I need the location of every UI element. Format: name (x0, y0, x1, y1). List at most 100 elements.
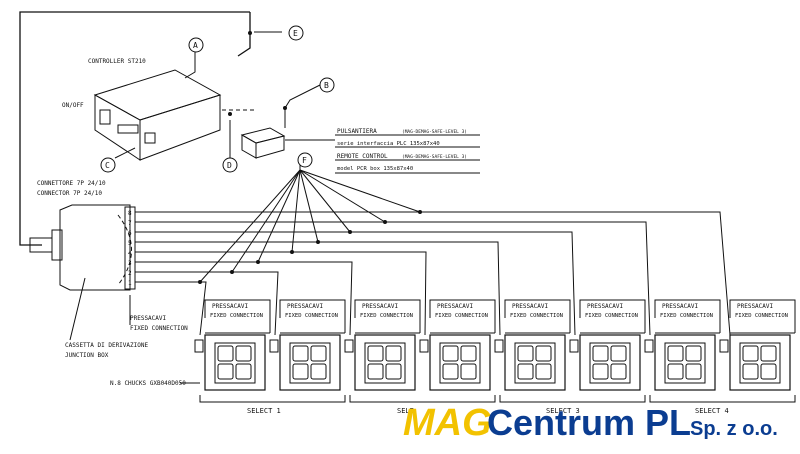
svg-text:8: 8 (128, 210, 132, 217)
label-pressacavi: PRESSACAVI (130, 315, 167, 322)
chuck-pressacavi-label: PRESSACAVI (212, 303, 249, 310)
label-chucks: N.8 CHUCKS GXB040D050 (110, 380, 186, 387)
chuck-unit: PRESSACAVI FIXED CONNECTION (644, 299, 721, 391)
chuck-unit: PRESSACAVI FIXED CONNECTION (719, 299, 796, 391)
cable-gland (644, 339, 654, 353)
chuck-pole (742, 345, 759, 362)
junction-box (29, 204, 136, 291)
chuck-pole (535, 363, 552, 380)
chuck-pole (760, 363, 777, 380)
chuck-pressacavi-label: PRESSACAVI (737, 303, 774, 310)
brand-centrum: Centrum PL (487, 402, 691, 443)
label-fixed-connection: FIXED CONNECTION (130, 325, 188, 332)
callout-c: C (105, 161, 110, 170)
brand-logo: MAG Centrum PL Sp. z o.o. (403, 402, 778, 444)
chuck-pole (667, 345, 684, 362)
chuck-pole (517, 363, 534, 380)
svg-text:5: 5 (128, 240, 132, 247)
chuck-pole (760, 345, 777, 362)
controller-box (93, 69, 222, 161)
label-pulsantiera-serie: serie interfaccia PLC 135x87x40 (337, 141, 440, 147)
chuck-pole (460, 345, 477, 362)
cable-gland (269, 339, 279, 353)
select-2-partial: SELE (397, 407, 414, 415)
label-connector-it: CONNETTORE 7P 24/10 (37, 180, 106, 187)
chuck-pole (592, 363, 609, 380)
cable-gland (344, 339, 354, 353)
cable-gland (569, 339, 579, 353)
svg-text:3: 3 (128, 260, 132, 267)
chuck-fixed-label: FIXED CONNECTION (660, 313, 713, 319)
label-pulsantiera-spec: (MAG-DEMAG-SAFE-LEVEL 3) (402, 129, 467, 135)
callout-e: E (293, 29, 298, 38)
chuck-fixed-label: FIXED CONNECTION (510, 313, 563, 319)
chuck-pole (310, 345, 327, 362)
callout-b: B (324, 81, 329, 90)
brand-mag: MAG (403, 402, 492, 444)
brand-suffix: Sp. z o.o. (690, 418, 778, 440)
chuck-fixed-label: FIXED CONNECTION (360, 313, 413, 319)
chuck-pole (292, 363, 309, 380)
callout-d: D (227, 161, 232, 170)
main-cable (19, 11, 250, 246)
chuck-pole (442, 363, 459, 380)
chuck-pole (517, 345, 534, 362)
f-leaders (199, 169, 421, 283)
callout-circles (100, 25, 335, 173)
chuck-fixed-label: FIXED CONNECTION (585, 313, 638, 319)
chuck-pole (217, 363, 234, 380)
chuck-fixed-label: FIXED CONNECTION (210, 313, 263, 319)
chuck-pole (667, 363, 684, 380)
chuck-unit: PRESSACAVI FIXED CONNECTION (494, 299, 571, 391)
label-controller: CONTROLLER ST210 (88, 58, 146, 65)
chuck-pole (367, 345, 384, 362)
select-4-label: SELECT 4 (695, 407, 729, 415)
chuck-unit: PRESSACAVI FIXED CONNECTION (194, 299, 271, 391)
label-cassetta: CASSETTA DI DERIVAZIONE (65, 342, 148, 349)
svg-text:1: 1 (128, 280, 132, 287)
chuck-pressacavi-label: PRESSACAVI (512, 303, 549, 310)
svg-text:4: 4 (128, 250, 132, 257)
chuck-cables (135, 211, 731, 336)
chuck-pressacavi-label: PRESSACAVI (287, 303, 324, 310)
chuck-pressacavi-label: PRESSACAVI (662, 303, 699, 310)
label-pulsantiera: PULSANTIERA (337, 128, 377, 135)
chuck-pole (385, 345, 402, 362)
callout-f: F (302, 156, 307, 165)
main-cable-top (237, 12, 251, 57)
chuck-pole (292, 345, 309, 362)
chuck-pole (685, 363, 702, 380)
callout-a: A (193, 41, 198, 50)
chuck-pole (217, 345, 234, 362)
chuck-pole (442, 345, 459, 362)
label-remote-spec: (MAG-DEMAG-SAFE-LEVEL 3) (402, 154, 467, 160)
remote-box (240, 127, 286, 159)
cable-gland (419, 339, 429, 353)
cable-gland (494, 339, 504, 353)
chuck-pole (235, 363, 252, 380)
chuck-pole (535, 345, 552, 362)
cable-gland (719, 339, 729, 353)
chuck-fixed-label: FIXED CONNECTION (735, 313, 788, 319)
chuck-pole (235, 345, 252, 362)
chuck-pole (742, 363, 759, 380)
chuck-unit: PRESSACAVI FIXED CONNECTION (569, 299, 646, 391)
chuck-pole (385, 363, 402, 380)
svg-text:2: 2 (128, 270, 132, 277)
chucks-group: PRESSACAVI FIXED CONNECTION PRESSACAVI FIXE… (194, 299, 796, 391)
chuck-pole (367, 363, 384, 380)
chuck-pole (610, 363, 627, 380)
junction-dots (198, 31, 422, 284)
cable-gland (194, 339, 204, 353)
label-onoff: ON/OFF (62, 102, 84, 109)
label-remote-model: model PCR box 135x87x40 (337, 166, 413, 172)
port-numbers: 8 7 6 5 4 3 2 1 (128, 210, 132, 287)
chuck-pole (310, 363, 327, 380)
chuck-pressacavi-label: PRESSACAVI (437, 303, 474, 310)
label-junction: JUNCTION BOX (65, 352, 109, 359)
chuck-pressacavi-label: PRESSACAVI (587, 303, 624, 310)
